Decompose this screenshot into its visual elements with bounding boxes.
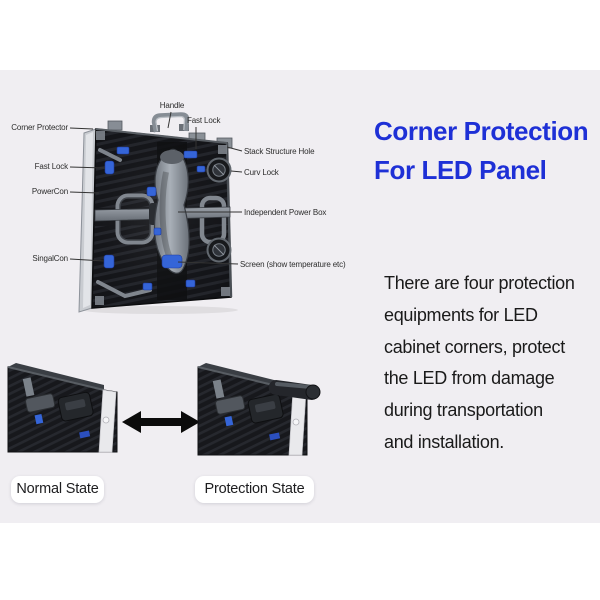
description-text: There are four protection equipments for… [384, 273, 575, 452]
normal-state-badge: Normal State [11, 476, 104, 503]
label-curv-lock: Curv Lock [244, 168, 279, 177]
blue-lock-accents [103, 146, 206, 291]
page-title: Corner Protection For LED Panel [374, 112, 589, 190]
page-title-line1: Corner Protection [374, 116, 589, 146]
page-title-line2: For LED Panel [374, 155, 547, 185]
curv-lock-knob-top [206, 157, 232, 183]
label-fast-lock-top: Fast Lock [187, 116, 221, 125]
double-arrow-icon [122, 411, 200, 433]
corner-protector-arm [268, 379, 321, 401]
label-fast-lock-left: Fast Lock [34, 162, 68, 171]
label-stack-structure-hole: Stack Structure Hole [244, 147, 315, 156]
protection-state-badge: Protection State [195, 476, 314, 503]
label-independent-power-box: Independent Power Box [244, 208, 327, 217]
label-powercon: PowerCon [31, 187, 68, 196]
leader-lines [69, 111, 243, 265]
curv-lock-knob-bottom [206, 237, 232, 263]
label-singalcon: SingalCon [32, 254, 68, 263]
label-handle: Handle [159, 101, 185, 110]
protection-state-image [197, 363, 321, 456]
normal-state-image [7, 363, 118, 453]
label-corner-protector: Corner Protector [11, 123, 68, 132]
label-screen: Screen (show temperature etc) [240, 260, 346, 269]
led-panel-rear-illustration [69, 111, 243, 314]
